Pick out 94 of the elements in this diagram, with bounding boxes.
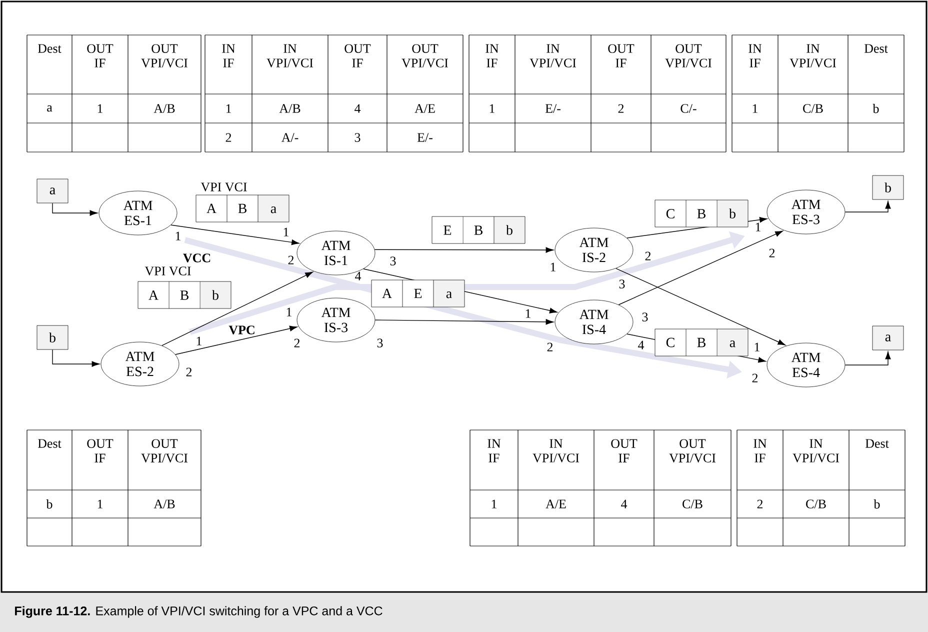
column-header: IN VPI/VCI [792, 439, 840, 462]
endpoint-box: a [36, 178, 68, 204]
port-number: 1 [550, 262, 556, 272]
table-entry: a [47, 105, 52, 112]
port-number: 1 [756, 222, 760, 232]
cell-header-box: A B a [196, 194, 290, 222]
endpoint-box: a [872, 326, 904, 350]
header-label: VPI VCI [144, 266, 191, 276]
table-entry: 1 [98, 500, 102, 508]
column-header: OUT VPI/VCI [402, 44, 448, 68]
column-header: Dest [38, 439, 62, 448]
port-number: 1 [754, 342, 760, 352]
arrow [52, 202, 98, 216]
column-header: IN VPI/VCI [790, 44, 836, 68]
endpoint-box: b [872, 175, 904, 200]
table-entry: 2 [226, 133, 232, 142]
port-number: 3 [619, 280, 625, 288]
column-header: Dest [865, 439, 889, 448]
arrow [374, 319, 554, 325]
cell-header-box: C B b [654, 200, 748, 228]
arrow [162, 272, 313, 346]
column-header: IN IF [754, 439, 767, 462]
table-entry: A/- [281, 133, 298, 142]
column-header: IN IF [748, 44, 762, 68]
table-entry: C/B [682, 500, 702, 508]
column-header: OUT VPI/VCI [665, 44, 712, 68]
table-entry: 4 [621, 500, 628, 508]
table-entry: b [46, 499, 52, 509]
port-number: 2 [645, 252, 651, 260]
arrow [374, 247, 554, 253]
column-header: OUT IF [87, 44, 114, 68]
table-entry: 1 [752, 104, 758, 113]
port-number: 3 [377, 338, 383, 348]
column-header: IN VPI/VCI [532, 439, 580, 462]
column-header: IN IF [486, 44, 499, 68]
connection-label: VCC [183, 254, 210, 262]
port-number: 1 [286, 308, 292, 316]
table-entry: 1 [98, 104, 102, 113]
cell-header-box: E B b [432, 216, 526, 244]
column-header: Dest [864, 44, 888, 53]
table-entry: 2 [618, 104, 624, 113]
port-number: 1 [196, 336, 202, 346]
column-header: OUT VPI/VCI [669, 439, 716, 463]
arrow [170, 224, 300, 246]
cell-header-box: A B b [138, 281, 232, 309]
port-number: 2 [547, 342, 553, 352]
column-header: IN VPI/VCI [530, 44, 576, 68]
arrow [844, 200, 891, 212]
header-label: VPI VCI [200, 182, 247, 192]
column-header: OUT IF [608, 44, 634, 68]
port-number: 1 [284, 228, 288, 236]
table-entry: A/E [546, 500, 566, 508]
column-header: OUT IF [344, 44, 371, 68]
cell-header-box: A E a [371, 280, 465, 308]
column-header: OUT VPI/VCI [141, 439, 188, 463]
port-number: 2 [288, 256, 294, 264]
arrow [52, 349, 100, 367]
table-entry: 1 [226, 104, 231, 113]
connection-label: VPC [228, 326, 254, 334]
arrow [618, 230, 783, 306]
port-number: 2 [769, 248, 775, 258]
figure-caption: Figure 11-12. Example of VPI/VCI switching for a VPC and a VCC [0, 593, 928, 632]
table-entry: E/- [417, 133, 432, 142]
table-entry: 1 [492, 500, 496, 508]
table-entry: 3 [354, 133, 360, 142]
column-header: OUT VPI/VCI [141, 44, 188, 68]
table-entry: A/B [154, 104, 175, 113]
table-entry: C/- [680, 104, 696, 113]
table-entry: C/B [806, 500, 826, 508]
arrow [844, 351, 891, 366]
port-number: 1 [176, 232, 180, 240]
arrow [616, 268, 786, 346]
table-entry: A/B [279, 104, 300, 113]
table-entry: E/- [545, 104, 560, 113]
port-number: 4 [638, 340, 644, 350]
column-header: IN IF [488, 439, 501, 462]
cell-header-box: C B a [654, 328, 748, 356]
table-entry: A/E [414, 104, 435, 113]
table-entry: 4 [354, 104, 361, 113]
column-header: Dest [38, 44, 62, 53]
column-header: IN IF [222, 44, 236, 68]
column-header: OUT IF [611, 439, 638, 462]
table-entry: 2 [757, 500, 763, 508]
table-entry: b [872, 104, 879, 114]
column-header: OUT IF [87, 439, 114, 462]
column-header: IN VPI/VCI [266, 44, 314, 68]
port-number: 1 [526, 309, 530, 318]
arrow [175, 326, 298, 355]
table-entry: 1 [490, 104, 494, 113]
endpoint-box: b [36, 325, 68, 350]
table-entry: C/B [803, 104, 823, 113]
table-entry: b [874, 499, 880, 509]
port-number: 3 [390, 256, 396, 266]
table-entry: A/B [154, 500, 175, 508]
